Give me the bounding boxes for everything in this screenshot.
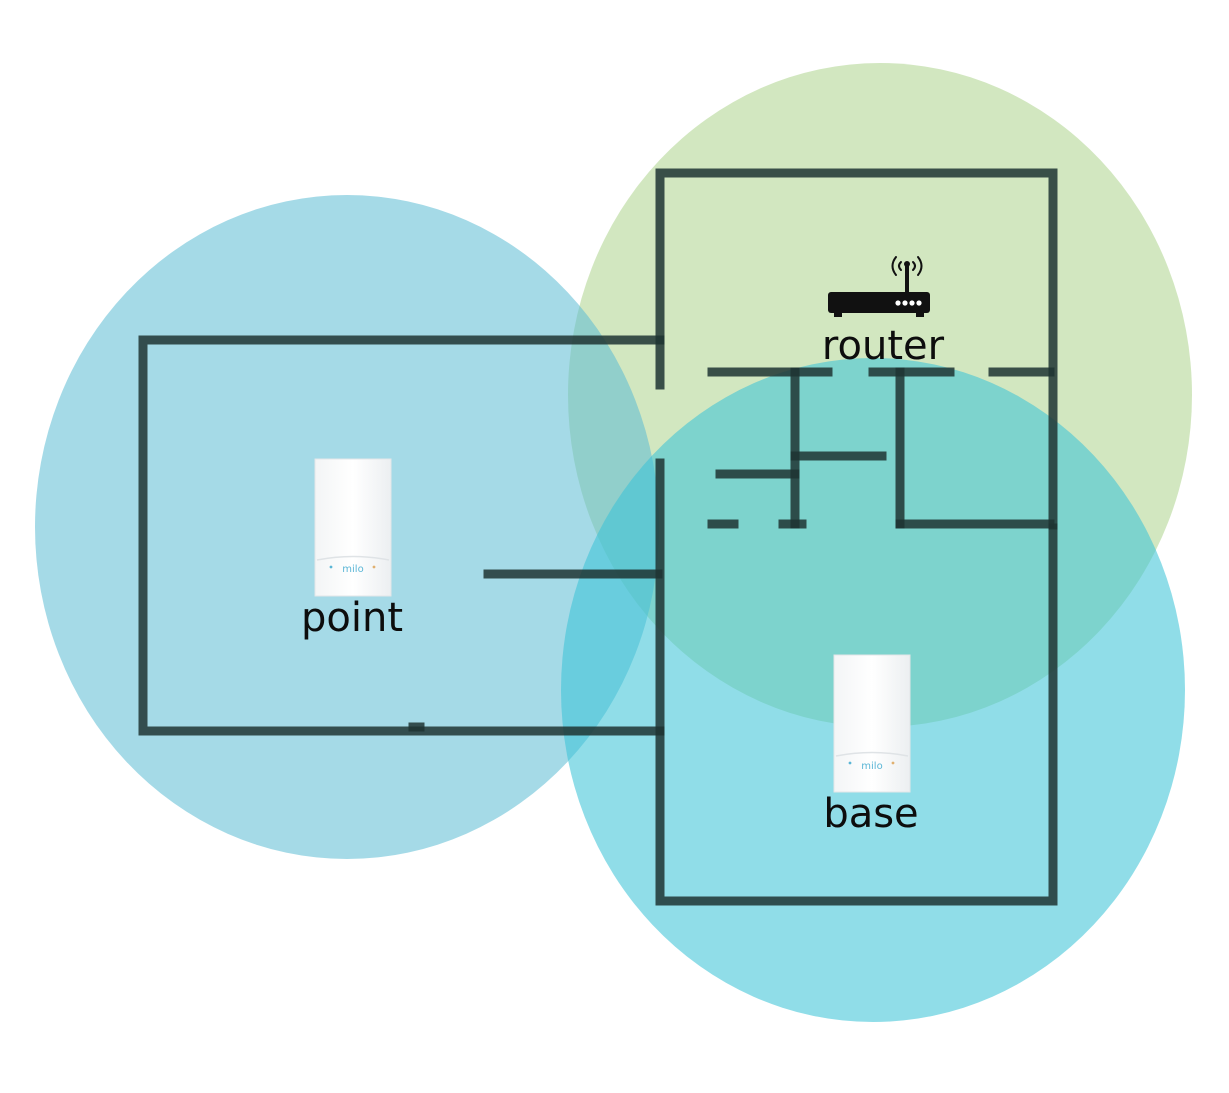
router-icon [828, 256, 930, 317]
base-device-brand: milo [861, 761, 882, 772]
wall-bottom-room [655, 458, 1058, 906]
point-label: point [301, 595, 403, 641]
point-device-icon: milo [314, 458, 392, 597]
router-label: router [822, 323, 945, 369]
base-label: base [823, 791, 918, 837]
base-device-icon: milo [833, 654, 911, 793]
wall-left-room [138, 335, 665, 736]
floor-plan [138, 168, 1058, 906]
point-device-brand: milo [342, 564, 363, 575]
wall-top-room [655, 168, 1058, 530]
